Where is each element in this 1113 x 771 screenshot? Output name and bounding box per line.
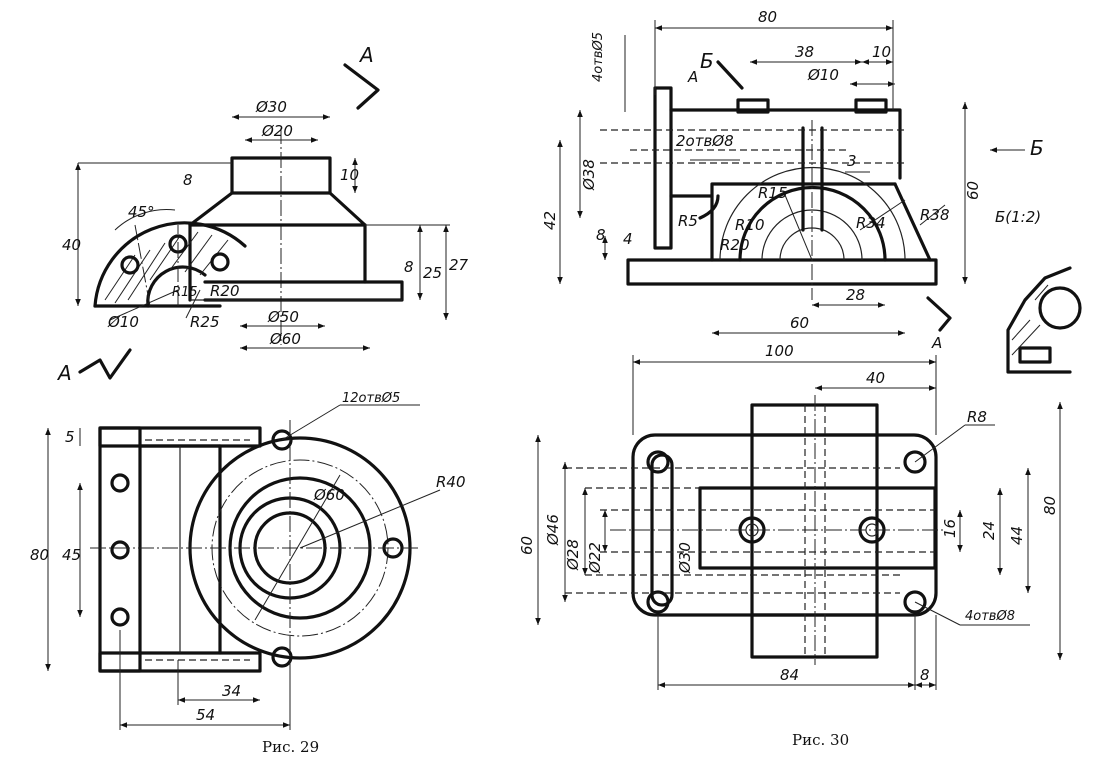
fig29-label-l34: 34: [222, 682, 241, 700]
fig29-dim-base8: 8: [404, 258, 414, 276]
fig30-label-d22: Ø22: [586, 542, 604, 574]
fig30-label-d46: Ø46: [544, 514, 562, 546]
fig30-label-10: 10: [872, 43, 891, 61]
fig30-label-40: 40: [866, 369, 885, 387]
fig29-dim-d60: Ø60: [269, 330, 301, 348]
fig30-label-80: 80: [758, 8, 777, 26]
fig30-section-a-top: А: [687, 68, 698, 86]
fig30-label-84: 84: [780, 666, 799, 684]
fig29-label-w45: 45: [62, 546, 81, 564]
fig29-dim-r20: R20: [210, 282, 240, 300]
fig29-label-holes: 12отвØ5: [342, 391, 400, 406]
fig30-label-r8: R8: [967, 408, 987, 426]
fig30-label-d10: Ø10: [807, 66, 839, 84]
fig29-dim-r25: R25: [190, 313, 220, 331]
fig30-label-holes-side: 2отвØ8: [676, 132, 734, 150]
fig29-dim-r15: R15: [172, 285, 198, 300]
fig29-label-w5: 5: [65, 428, 75, 446]
fig30-label-r10: R10: [735, 216, 765, 234]
fig29-dim-h25: 25: [423, 264, 442, 282]
fig30-label-w16: 16: [941, 519, 959, 538]
fig30-section-view-b: Б(1:2): [995, 208, 1082, 374]
fig30-label-w80: 80: [1041, 496, 1059, 515]
fig29-dim-d50: Ø50: [267, 308, 299, 326]
fig30-label-h8: 8: [596, 226, 606, 244]
fig29-front-view: А Ø30 Ø20 8 10 40 45° Ø10 R25 R20 R15 8 …: [62, 43, 469, 351]
fig30-label-h4: 4: [623, 230, 633, 248]
fig30-section-b-top: Б: [700, 49, 714, 73]
fig29-section-mark-mid: А: [56, 361, 72, 385]
fig29-dim-d30: Ø30: [255, 98, 287, 116]
fig30-label-w60: 60: [518, 536, 536, 555]
fig30-label-r20: R20: [720, 236, 750, 254]
fig29-caption: Рис. 29: [262, 738, 319, 756]
fig30-label-d30: Ø30: [676, 542, 694, 574]
fig30-front-view: Б А Б А 80 38 10 4отвØ5 Ø10 2отвØ8 Ø38 4…: [541, 8, 1044, 352]
fig29-dim-d20: Ø20: [261, 122, 293, 140]
fig29-dim-h40: 40: [62, 236, 81, 254]
fig29-dim-h10: 10: [340, 166, 359, 184]
fig29-label-l54: 54: [196, 706, 215, 724]
fig30-section-b-side: Б: [1030, 136, 1044, 160]
fig29-dim-h27: 27: [449, 256, 469, 274]
fig30-label-8: 8: [920, 666, 930, 684]
fig30-plan-view: 100 40 R8 Ø46 Ø28 Ø22 Ø30 60 80 44 24 16…: [518, 342, 1063, 690]
fig30-label-r34: R34: [856, 214, 886, 232]
fig30-section-a-bottom: А: [931, 334, 942, 352]
fig30-label-d38: Ø38: [580, 159, 598, 191]
fig29-label-w80: 80: [30, 546, 49, 564]
fig30-caption: Рис. 30: [792, 731, 849, 749]
fig30-label-holes: 4отвØ8: [965, 609, 1015, 624]
fig30-label-h60: 60: [964, 181, 982, 200]
fig30-label-r15: R15: [758, 184, 788, 202]
fig30-label-w44: 44: [1008, 526, 1026, 545]
fig30-label-h42: 42: [541, 211, 559, 230]
fig30-label-w24: 24: [980, 521, 998, 540]
fig29-section-mark-top: А: [358, 43, 374, 67]
fig30-label-holes-top: 4отвØ5: [591, 32, 606, 82]
fig30-label-60: 60: [790, 314, 809, 332]
fig30-label-h3: 3: [847, 152, 857, 170]
fig29-dim-angle: 45°: [128, 203, 155, 221]
fig29-label-r40: R40: [436, 473, 466, 491]
fig30-label-38: 38: [795, 43, 814, 61]
fig30-label-r38: R38: [920, 206, 950, 224]
fig30-label-r5: R5: [678, 212, 698, 230]
fig30-label-100: 100: [765, 342, 794, 360]
fig30-view-b-label: Б(1:2): [995, 208, 1041, 226]
fig29-dim-boss-h: 8: [183, 171, 193, 189]
fig29-plan-view: А 12от: [30, 348, 466, 730]
fig29-label-d60: Ø60: [313, 486, 345, 504]
fig30-label-d28: Ø28: [564, 539, 582, 571]
fig30-label-28: 28: [846, 286, 865, 304]
fig29-dim-d10: Ø10: [107, 313, 139, 331]
